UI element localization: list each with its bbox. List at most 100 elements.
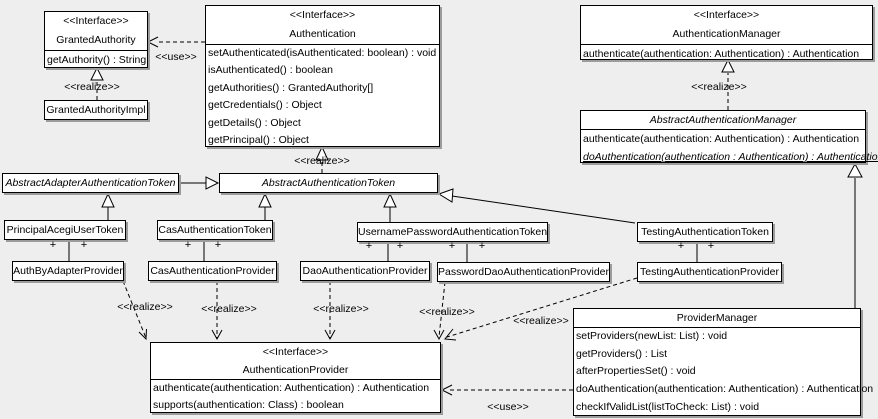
class-header: UsernamePasswordAuthenticationToken: [358, 223, 547, 241]
class-auth-by-adapter-provider[interactable]: AuthByAdapterProvider: [12, 261, 124, 281]
generalization-edge-providermanager-to-abstractmanager: [847, 162, 863, 308]
method: doAuthentication(authentication: Authent…: [576, 383, 874, 396]
use-label: <<use>>: [155, 51, 197, 63]
generalization-edge-usernametoken-to-abstracttoken: [383, 192, 397, 222]
class-name: TestingAuthenticationProvider: [640, 266, 779, 278]
class-authentication-manager[interactable]: <<Interface>> AuthenticationManager auth…: [580, 5, 873, 60]
method: setAuthenticated(isAuthenticated: boolea…: [208, 47, 437, 59]
class-name: Authentication: [289, 28, 356, 40]
realize-edge-grantedauthorityimpl: [90, 66, 104, 100]
method: getAuthorities() : GrantedAuthority[]: [208, 81, 374, 94]
class-authentication-provider[interactable]: <<Interface>> AuthenticationProvider aut…: [150, 342, 441, 413]
method: supports(authentication: Class) : boolea…: [153, 399, 344, 412]
class-header: <<Interface>> Authentication: [206, 6, 439, 45]
class-testing-authentication-provider[interactable]: TestingAuthenticationProvider: [637, 262, 782, 282]
class-header: TestingAuthenticationToken: [638, 223, 772, 241]
stereotype-label: <<Interface>>: [63, 15, 129, 27]
class-testing-authentication-token[interactable]: TestingAuthenticationToken: [637, 222, 773, 242]
class-abstract-adapter-authentication-token[interactable]: AbstractAdapterAuthenticationToken: [2, 173, 179, 193]
class-granted-authority-impl[interactable]: GrantedAuthorityImpl: [44, 100, 148, 120]
class-header: AbstractAuthenticationToken: [220, 174, 437, 192]
realize-edge-daoprovider: [324, 281, 336, 341]
realize-edge-passworddaoprovider: [433, 281, 446, 341]
realize-label: <<realize>>: [64, 81, 120, 93]
class-name: GrantedAuthority: [56, 34, 136, 46]
method: doAuthentication(authentication : Authen…: [583, 151, 878, 163]
class-abstract-authentication-manager[interactable]: AbstractAuthenticationManager authentica…: [580, 110, 878, 163]
class-name: AbstractAdapterAuthenticationToken: [5, 177, 176, 189]
class-name: AbstractAuthenticationToken: [261, 177, 396, 189]
class-header: CasAuthenticationProvider: [149, 262, 276, 280]
association-end-plus: +: [184, 239, 192, 251]
realize-label: <<realize>>: [419, 306, 475, 318]
association-end-plus: +: [365, 240, 373, 252]
method: getPrincipal() : Object: [208, 133, 309, 146]
use-label: <<use>>: [487, 401, 529, 413]
class-header: AuthByAdapterProvider: [13, 262, 123, 280]
method: checkIfValidList(listToCheck: List) : vo…: [576, 400, 760, 413]
class-dao-authentication-provider[interactable]: DaoAuthenticationProvider: [300, 261, 430, 281]
realize-label: <<realize>>: [513, 315, 569, 327]
method: authenticate(authentication: Authenticat…: [583, 48, 860, 60]
realize-label: <<realize>>: [313, 303, 369, 315]
class-name: CasAuthenticationProvider: [150, 265, 275, 277]
realize-edge-testingprovider: [444, 277, 638, 341]
method: authenticate(authentication: Authenticat…: [153, 382, 430, 394]
class-header: DaoAuthenticationProvider: [301, 262, 429, 280]
class-name: ProviderManager: [676, 312, 758, 324]
association-end-plus: +: [478, 240, 486, 252]
class-header: PasswordDaoAuthenticationProvider: [438, 263, 609, 281]
association-end-plus: +: [707, 240, 715, 252]
class-granted-authority[interactable]: <<Interface>> GrantedAuthority getAuthor…: [44, 11, 148, 68]
class-name: GrantedAuthorityImpl: [46, 104, 146, 116]
generalization-edge-testingtoken-to-abstracttoken: [437, 188, 636, 224]
method: afterPropertiesSet() : void: [576, 365, 696, 378]
realize-label: <<realize>>: [117, 301, 173, 313]
class-header: AbstractAdapterAuthenticationToken: [3, 174, 178, 192]
association-end-plus: +: [80, 239, 88, 251]
method: getAuthority() : String: [47, 54, 147, 66]
stereotype-label: <<Interface>>: [289, 9, 356, 21]
realize-edge-casprovider: [211, 281, 223, 341]
class-authentication[interactable]: <<Interface>> Authentication setAuthenti…: [205, 5, 440, 147]
realize-label: <<realize>>: [201, 303, 257, 315]
association-edges: [68, 240, 698, 262]
class-name: PasswordDaoAuthenticationProvider: [438, 266, 610, 278]
realize-edge-abstractmanager-to-authenticationmanager: [721, 58, 735, 110]
class-name: UsernamePasswordAuthenticationToken: [358, 226, 548, 238]
class-name: AuthenticationProvider: [242, 364, 349, 376]
class-name: AuthenticationManager: [672, 28, 781, 40]
class-header: GrantedAuthorityImpl: [45, 101, 147, 119]
class-abstract-authentication-token[interactable]: AbstractAuthenticationToken: [219, 173, 438, 193]
class-name: TestingAuthenticationToken: [641, 226, 769, 238]
association-end-plus: +: [49, 239, 57, 251]
method: setProviders(newList: List) : void: [576, 330, 728, 342]
method: getProviders() : List: [576, 347, 668, 360]
class-header: ProviderManager: [574, 309, 860, 328]
class-principal-acegi-user-token[interactable]: PrincipalAcegiUserToken: [4, 220, 126, 240]
class-header: TestingAuthenticationProvider: [638, 263, 781, 281]
class-cas-authentication-provider[interactable]: CasAuthenticationProvider: [148, 261, 277, 281]
class-header: <<Interface>> AuthenticationManager: [581, 6, 872, 45]
generalization-edge-castoken-to-abstracttoken: [258, 192, 272, 220]
generalization-edge-principaltoken-to-abstractadapter: [101, 192, 115, 220]
class-provider-manager[interactable]: ProviderManager setProviders(newList: Li…: [573, 308, 874, 416]
class-password-dao-authentication-provider[interactable]: PasswordDaoAuthenticationProvider: [437, 262, 610, 282]
class-name: AuthByAdapterProvider: [13, 265, 123, 277]
class-name: AbstractAuthenticationManager: [649, 114, 797, 126]
stereotype-label: <<Interface>>: [262, 346, 329, 358]
realize-edge-abstracttoken-to-authentication: [315, 145, 329, 173]
realize-edge-authbyadapterprovider: [122, 280, 147, 341]
association-end-plus: +: [677, 240, 685, 252]
stereotype-label: <<Interface>>: [693, 9, 760, 21]
realize-label: <<realize>>: [294, 155, 350, 167]
use-edge-authentication-to-grantedauthority: [146, 36, 205, 48]
class-username-password-authentication-token[interactable]: UsernamePasswordAuthenticationToken: [357, 222, 548, 242]
realize-label: <<realize>>: [691, 81, 747, 93]
method: getDetails() : Object: [208, 116, 301, 129]
class-header: <<Interface>> GrantedAuthority: [45, 12, 147, 51]
class-header: <<Interface>> AuthenticationProvider: [151, 343, 440, 380]
class-cas-authentication-token[interactable]: CasAuthenticationToken: [157, 220, 273, 240]
